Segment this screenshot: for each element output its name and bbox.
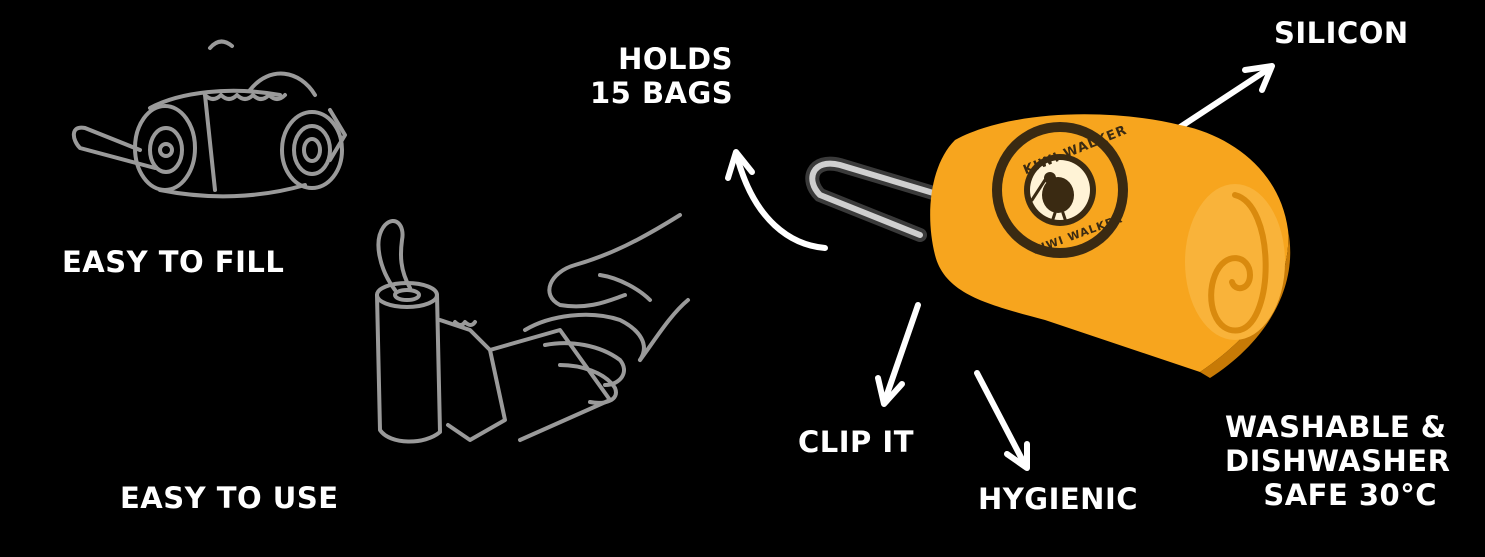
label-washable-line-1: WASHABLE & (1225, 410, 1447, 444)
label-washable-line-3: SAFE 30°C (1263, 478, 1437, 512)
label-silicon: SILICON (1274, 16, 1409, 50)
carabiner-clip-icon (805, 156, 947, 242)
label-washable-dishwasher-safe: WASHABLE & DISHWASHER SAFE 30°C (1225, 410, 1451, 512)
label-easy-to-fill: EASY TO FILL (62, 245, 285, 279)
kiwi-bird-logo-icon (992, 122, 1128, 258)
label-washable-line-2: DISHWASHER (1225, 444, 1451, 478)
label-holds-15-bags: HOLDS 15 BAGS (590, 42, 733, 110)
label-holds-line-2: 15 BAGS (590, 76, 734, 110)
label-hygienic: HYGIENIC (978, 482, 1139, 516)
label-easy-to-use: EASY TO USE (120, 481, 339, 515)
label-holds-line-1: HOLDS (618, 42, 733, 76)
label-clip-it: CLIP IT (798, 425, 914, 459)
